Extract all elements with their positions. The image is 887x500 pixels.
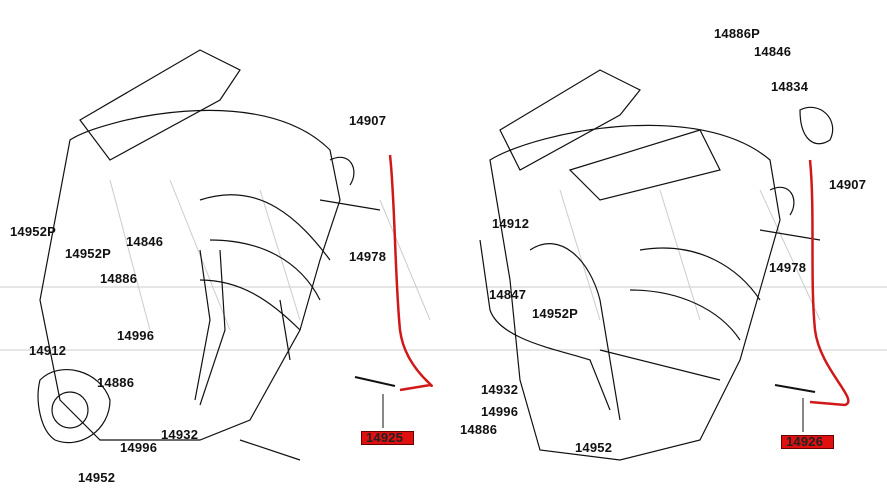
highlighted-part-label[interactable]: 14926 — [781, 435, 835, 449]
part-label[interactable]: 14834 — [771, 79, 809, 94]
part-label[interactable]: 14912 — [492, 216, 530, 231]
part-label[interactable]: 14952P — [532, 306, 579, 321]
part-label[interactable]: 14907 — [829, 177, 867, 192]
watermark — [0, 179, 887, 351]
highlighted-part-label[interactable]: 14925 — [361, 431, 415, 445]
part-label[interactable]: 14952 — [78, 470, 116, 485]
part-label[interactable]: 14907 — [349, 113, 387, 128]
part-label[interactable]: 14886 — [460, 422, 498, 437]
leader-lines — [382, 394, 804, 432]
part-label[interactable]: 14846 — [754, 44, 792, 59]
part-label[interactable]: 14952 — [575, 440, 613, 455]
part-label[interactable]: 14996 — [120, 440, 158, 455]
part-label[interactable]: 14912 — [29, 343, 67, 358]
part-label[interactable]: 14886 — [100, 271, 138, 286]
part-label[interactable]: 14996 — [481, 404, 519, 419]
left-engine — [37, 49, 381, 461]
part-label[interactable]: 14886P — [714, 26, 761, 41]
part-label[interactable]: 14846 — [126, 234, 164, 249]
part-label[interactable]: 14952P — [65, 246, 112, 261]
part-label[interactable]: 14932 — [481, 382, 519, 397]
part-label[interactable]: 14847 — [489, 287, 527, 302]
part-label[interactable]: 14932 — [161, 427, 199, 442]
oxygen-sensor-wires — [388, 154, 850, 407]
part-label[interactable]: 14978 — [349, 249, 387, 264]
part-label[interactable]: 14952P — [10, 224, 57, 239]
oxygen-sensor-bodies — [354, 376, 816, 393]
part-label[interactable]: 14978 — [769, 260, 807, 275]
right-engine — [479, 69, 834, 461]
part-label[interactable]: 14886 — [97, 375, 135, 390]
part-label[interactable]: 14996 — [117, 328, 155, 343]
